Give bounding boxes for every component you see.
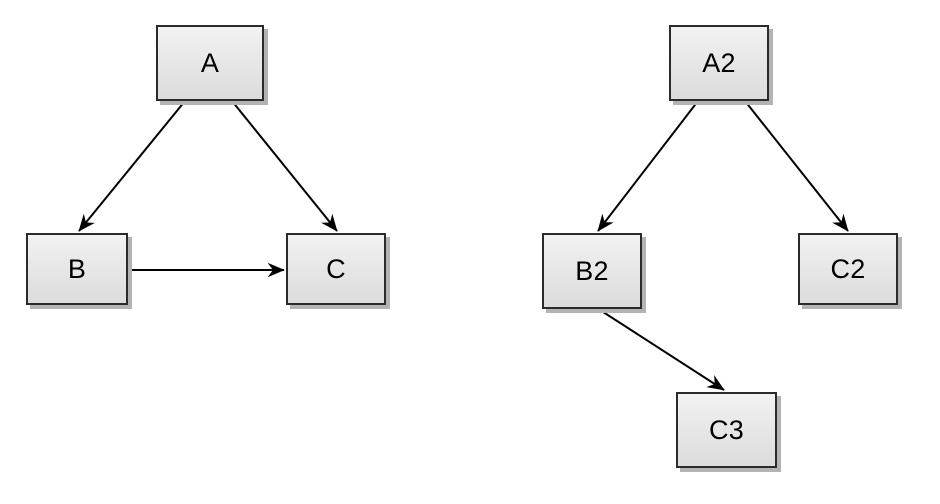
node-label-b2: B2 — [575, 255, 609, 286]
node-a[interactable]: A — [156, 25, 264, 101]
edge-a2-to-b2[interactable] — [597, 100, 699, 232]
node-label-c: C — [326, 253, 346, 284]
node-label-c3: C3 — [709, 414, 744, 445]
edges-group — [78, 100, 849, 391]
node-b[interactable]: B — [26, 233, 128, 305]
edge-a-to-b[interactable] — [78, 100, 186, 232]
edge-a-to-c[interactable] — [231, 100, 338, 232]
node-b2[interactable]: B2 — [542, 233, 642, 309]
edge-a2-to-c2[interactable] — [744, 100, 849, 232]
node-label-b: B — [67, 253, 87, 284]
node-c2[interactable]: C2 — [798, 233, 898, 305]
node-label-a: A — [200, 47, 220, 78]
edge-b2-to-c3[interactable] — [599, 309, 725, 391]
node-label-a2: A2 — [702, 47, 736, 78]
node-a2[interactable]: A2 — [669, 25, 769, 101]
node-label-c2: C2 — [830, 253, 866, 284]
node-c[interactable]: C — [286, 233, 386, 305]
node-c3[interactable]: C3 — [676, 392, 777, 468]
